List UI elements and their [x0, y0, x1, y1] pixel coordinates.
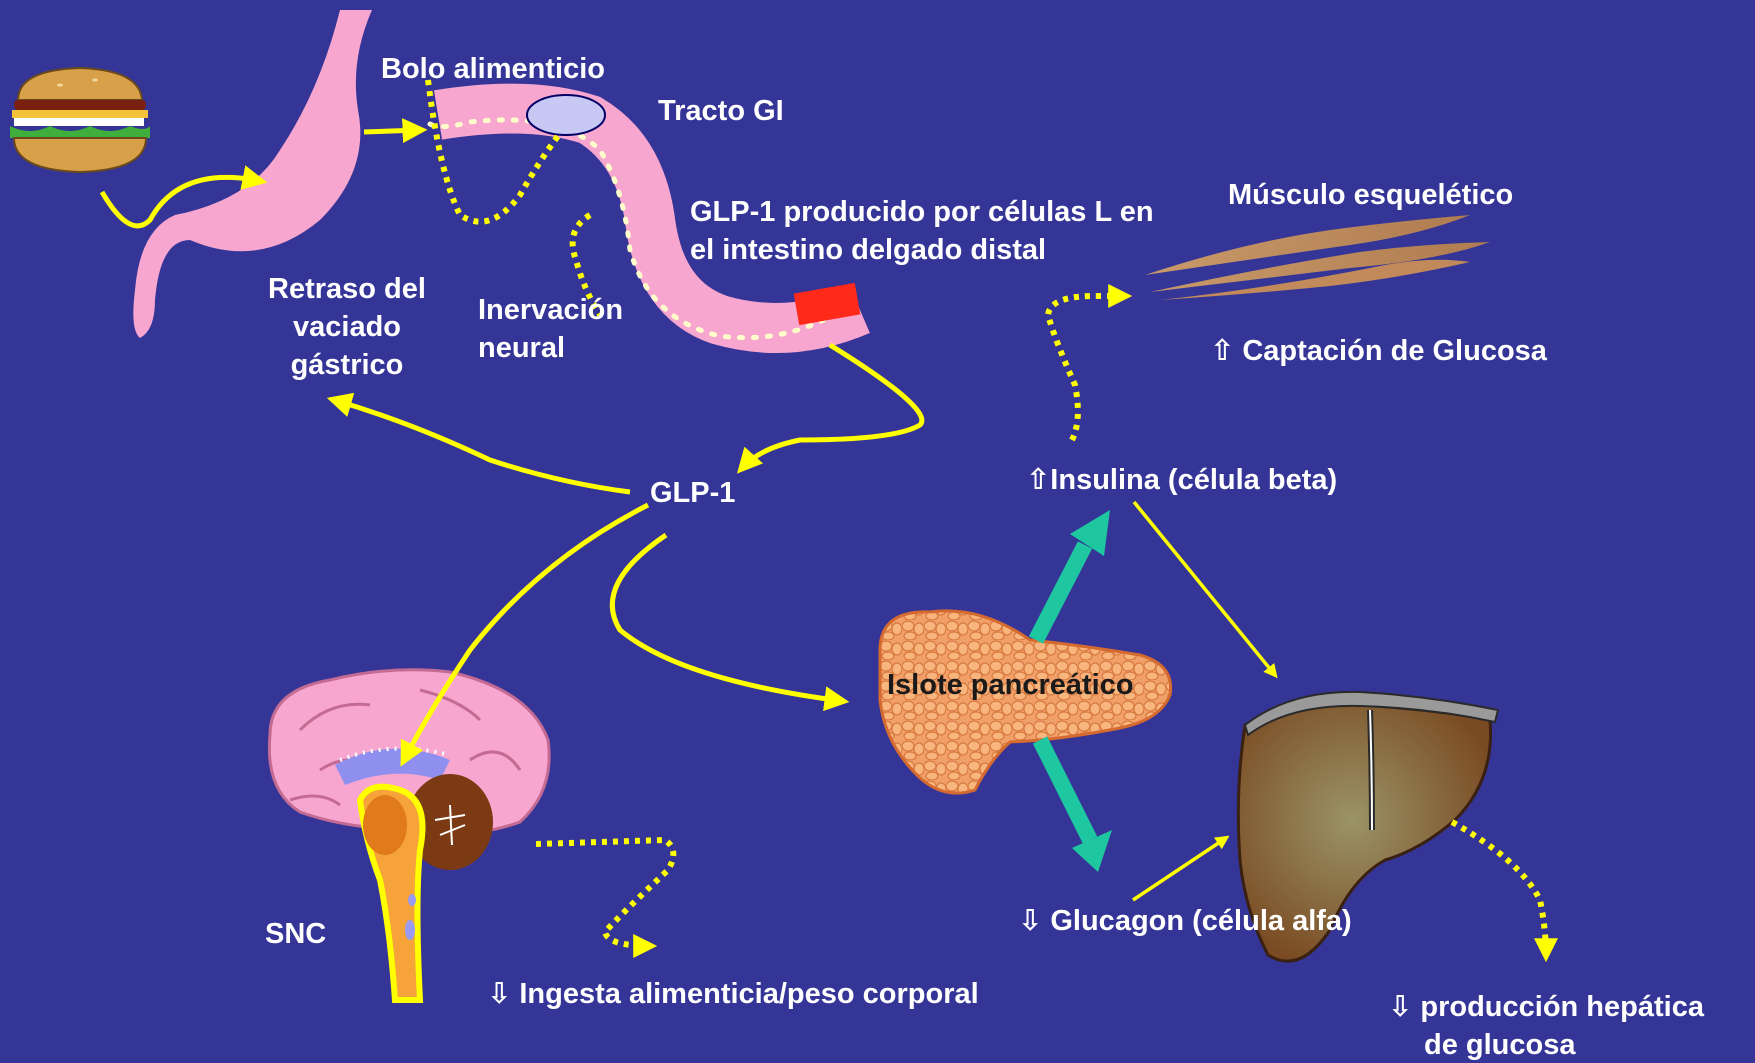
insulin-to-muscle-dotted-arrow [1048, 296, 1125, 440]
hepatic-production-label-line2: de glucosa [1388, 1026, 1704, 1063]
liver-to-production-dotted-arrow [1452, 822, 1546, 955]
hepatic-production-label-line1: ⇩ producción hepática [1388, 988, 1704, 1026]
glp1-to-pancreas-arrow [612, 535, 842, 701]
gi-tract-label: Tracto GI [658, 92, 784, 130]
hamburger-icon [10, 68, 150, 172]
food-bolus-icon [527, 95, 605, 135]
glucose-uptake-label: ⇧ Captación de Glucosa [1210, 332, 1547, 370]
neural-innervation-label-line2: neural [478, 329, 623, 367]
cns-to-intake-dotted-arrow [536, 840, 673, 946]
skeletal-muscle-label: Músculo esquelético [1228, 176, 1513, 214]
cns-label: SNC [265, 915, 326, 953]
pancreatic-islet-label: Islote pancreático [887, 666, 1134, 704]
glucagon-to-liver-arrow [1133, 838, 1226, 900]
glp1-production-label-line2: el intestino delgado distal [690, 231, 1154, 269]
gastric-emptying-label-line1: Retraso del [252, 270, 442, 308]
skeletal-muscle-icon [1145, 215, 1490, 300]
neural-innervation-label: Inervación neural [478, 291, 623, 367]
neural-innervation-label-line1: Inervación [478, 291, 623, 329]
glp1-production-label: GLP-1 producido por células L en el inte… [690, 193, 1154, 269]
insulin-label: ⇧Insulina (célula beta) [1026, 461, 1337, 499]
gastric-emptying-label-line2: vaciado [252, 308, 442, 346]
glp1-to-gastric-arrow [334, 400, 630, 492]
islet-to-glucagon-arrow [1040, 740, 1090, 840]
bolus-label: Bolo alimenticio [381, 50, 605, 88]
glp1-production-label-line1: GLP-1 producido por células L en [690, 193, 1154, 231]
insulin-to-liver-arrow [1134, 502, 1275, 675]
food-intake-label: ⇩ Ingesta alimenticia/peso corporal [487, 975, 979, 1013]
gastric-emptying-label-line3: gástrico [252, 346, 442, 384]
stomach-to-gi-arrow [364, 130, 420, 132]
gastric-emptying-label: Retraso del vaciado gástrico [252, 270, 442, 384]
islet-to-insulin-arrow [1036, 545, 1085, 640]
gi-to-glp1-arrow [742, 345, 922, 468]
hepatic-production-label: ⇩ producción hepática de glucosa [1388, 988, 1704, 1063]
glp1-label: GLP-1 [650, 474, 735, 512]
glucagon-label: ⇩ Glucagon (célula alfa) [1018, 902, 1352, 940]
